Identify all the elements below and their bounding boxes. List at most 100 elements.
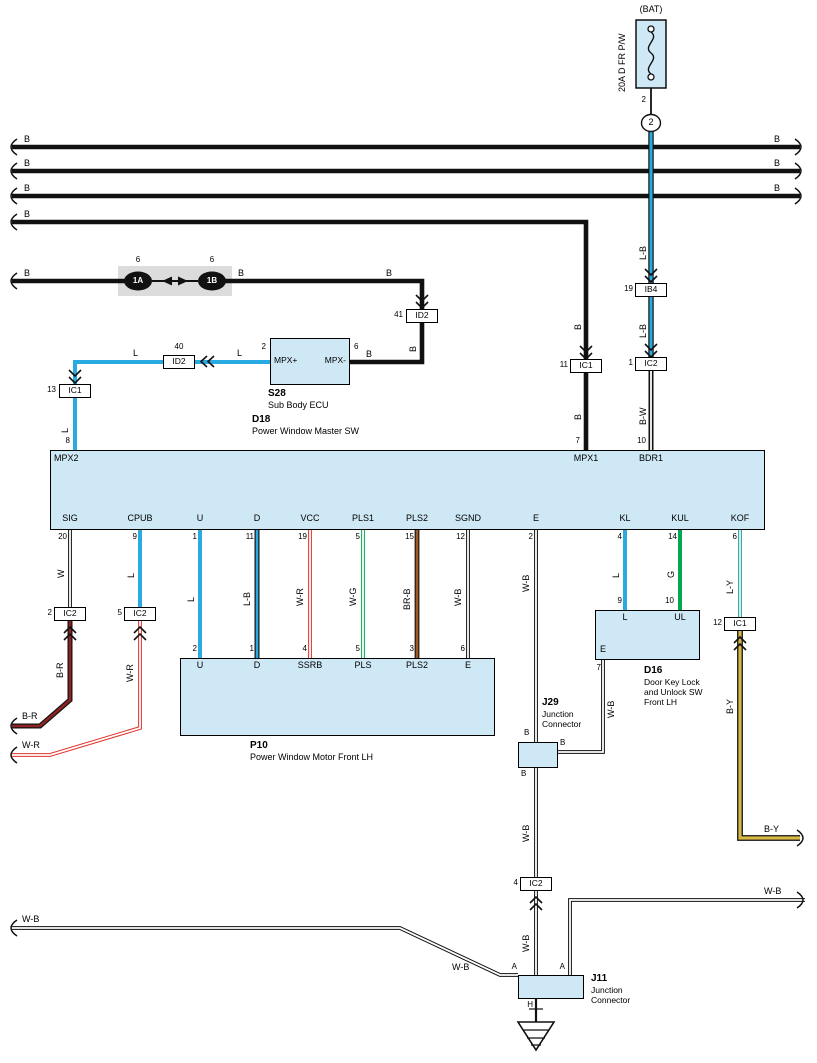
j11-pin-a-right: A bbox=[559, 962, 565, 971]
inline-connector-1a-1b-icon bbox=[124, 271, 226, 291]
fuse-pin-number: 2 bbox=[641, 95, 646, 104]
wire-lb-lower: L-B bbox=[638, 323, 648, 338]
d16-pin-ul: UL bbox=[674, 612, 686, 622]
d16-name-line1: Door Key Lock bbox=[644, 677, 700, 687]
d18-pin-sgnd: SGND bbox=[454, 513, 481, 523]
wire-lb-d: L-B bbox=[242, 591, 252, 606]
wire-br-vertical: B-R bbox=[55, 662, 65, 679]
d18-pin-cpub: CPUB bbox=[127, 513, 153, 523]
bus1-label-left: B bbox=[24, 134, 31, 144]
connector-ic2-1-number: 1 bbox=[628, 358, 633, 367]
bus4-label-left: B bbox=[24, 209, 31, 219]
d18-pin-e: E bbox=[532, 513, 539, 523]
bus2-label-left: B bbox=[24, 158, 31, 168]
d16-box bbox=[595, 610, 700, 660]
s28-pin6-number: 6 bbox=[354, 342, 359, 351]
d18-pin2-number: 2 bbox=[528, 532, 533, 541]
wire-l-mpx2: L bbox=[60, 427, 70, 433]
connector-ic2-5-number: 5 bbox=[117, 608, 122, 617]
wire-wr-edge: W-R bbox=[22, 740, 40, 750]
d18-box bbox=[50, 450, 765, 530]
wire-l-right-of-id2: L bbox=[237, 348, 243, 358]
s28-pin-mpx-plus: MPX+ bbox=[274, 355, 298, 365]
d18-pin-pls1: PLS1 bbox=[351, 513, 375, 523]
wire-wb-j29-d16: W-B bbox=[606, 700, 616, 718]
fuse-name-label: 20A D FR P/W bbox=[617, 33, 627, 92]
p10-pin5-number: 5 bbox=[355, 644, 360, 653]
j11-id: J11 bbox=[591, 973, 608, 984]
d16-id: D16 bbox=[644, 665, 663, 676]
connector-ic1-13-number: 13 bbox=[47, 385, 56, 394]
d18-pin-u: U bbox=[196, 513, 204, 523]
wire-brb-pls2: BR-B bbox=[402, 588, 412, 610]
j11-pin-a-left: A bbox=[511, 962, 517, 971]
d18-pin10-number: 10 bbox=[637, 436, 646, 445]
d18-pin15-number: 15 bbox=[405, 532, 414, 541]
d18-pin-vcc: VCC bbox=[300, 513, 320, 523]
bus3-label-right: B bbox=[774, 183, 781, 193]
bus3-label-left: B bbox=[24, 183, 31, 193]
d18-pin-pls2: PLS2 bbox=[405, 513, 429, 523]
d18-pin-kl: KL bbox=[619, 513, 631, 523]
s28-box bbox=[270, 338, 350, 385]
j29-id: J29 bbox=[542, 697, 559, 708]
wire-w: W bbox=[56, 569, 66, 579]
p10-pin-d: D bbox=[253, 660, 261, 670]
d18-pin1-number: 1 bbox=[192, 532, 197, 541]
wire-br-edge: B-R bbox=[22, 711, 38, 721]
d18-name: Power Window Master SW bbox=[252, 426, 360, 436]
wire-wb-sgnd: W-B bbox=[453, 588, 463, 606]
s28-name: Sub Body ECU bbox=[268, 400, 329, 410]
connector-ic2-2-number: 2 bbox=[47, 608, 52, 617]
d18-pin7-number: 7 bbox=[575, 436, 580, 445]
wire-wb-edge-left: W-B bbox=[22, 914, 40, 924]
connector-ic2-2: IC2 bbox=[54, 607, 86, 621]
connector-id2-41-number: 41 bbox=[394, 310, 403, 319]
d18-pin-kul: KUL bbox=[671, 513, 689, 523]
p10-pin6-number: 6 bbox=[460, 644, 465, 653]
round-connector-number: 2 bbox=[648, 117, 654, 127]
wire-by-edge: B-Y bbox=[764, 824, 780, 834]
j11-box bbox=[518, 975, 584, 999]
mpx-wire bbox=[73, 360, 270, 450]
connector-1b-pin: 6 bbox=[209, 255, 215, 264]
wire-wb-e-upper: W-B bbox=[521, 574, 531, 592]
d16-pin7-number: 7 bbox=[596, 663, 601, 672]
bus5-label-mid: B bbox=[238, 268, 245, 278]
ground-bus-wires bbox=[12, 144, 800, 450]
wire-l-kl: L bbox=[611, 572, 621, 578]
connector-1a-label: 1A bbox=[132, 276, 144, 285]
lower-wires bbox=[12, 530, 805, 1022]
p10-box bbox=[180, 658, 495, 736]
p10-name: Power Window Motor Front LH bbox=[250, 752, 374, 762]
d18-pin9-number: 9 bbox=[132, 532, 137, 541]
ground-icon bbox=[516, 1008, 556, 1052]
d16-name-line2: and Unlock SW bbox=[644, 687, 703, 697]
p10-pin-u: U bbox=[196, 660, 204, 670]
d16-pin-l: L bbox=[622, 612, 628, 622]
connector-ic2-1: IC2 bbox=[635, 357, 667, 371]
j11-pin-h: H bbox=[527, 1000, 533, 1009]
p10-pin2-number: 2 bbox=[192, 644, 197, 653]
j11-name-line1: Junction bbox=[591, 985, 623, 995]
p10-pin3-number: 3 bbox=[409, 644, 414, 653]
connector-1a-pin: 6 bbox=[135, 255, 141, 264]
d18-pin20-number: 20 bbox=[58, 532, 67, 541]
wire-by-vertical: B-Y bbox=[725, 698, 735, 714]
wire-l-left-of-id2: L bbox=[133, 348, 139, 358]
wire-break-icons bbox=[10, 138, 804, 937]
d18-pin12-number: 12 bbox=[456, 532, 465, 541]
p10-pin-ssrb: SSRB bbox=[297, 660, 323, 670]
bus5-label-right: B bbox=[386, 268, 393, 278]
fuse-icon bbox=[647, 25, 655, 81]
wire-wr-vcc: W-R bbox=[295, 588, 305, 606]
d18-pin19-number: 19 bbox=[298, 532, 307, 541]
j29-pin-top: B bbox=[524, 728, 530, 737]
d18-pin4-number: 4 bbox=[617, 532, 622, 541]
connector-ib4-number: 19 bbox=[624, 284, 633, 293]
d18-pin-bdr1: BDR1 bbox=[638, 453, 663, 463]
d18-pin11-number: 11 bbox=[245, 532, 254, 541]
d16-name-line3: Front LH bbox=[644, 697, 678, 707]
wire-b-s28: B bbox=[366, 349, 373, 359]
